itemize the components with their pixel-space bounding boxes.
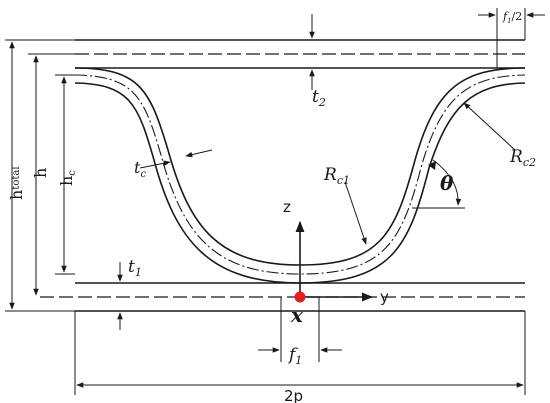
tc-arrow-right	[185, 149, 213, 158]
t1-label: t1	[128, 257, 142, 279]
f-half-label: f1/2	[502, 10, 522, 25]
tc-label: tc	[134, 158, 146, 180]
x-axis-label: x	[290, 303, 304, 327]
origin-point	[294, 291, 306, 303]
rc2-label: Rc2	[509, 147, 536, 169]
t2-label: t2	[312, 87, 326, 109]
two-p-label: 2p	[284, 387, 303, 403]
hc-label: hc	[57, 170, 78, 186]
theta-label: θ	[440, 171, 454, 195]
f1-label: f1	[287, 345, 302, 367]
rc2-leader	[463, 102, 516, 151]
rc1-label: Rc1	[323, 165, 350, 187]
theta-tick	[428, 161, 436, 170]
y-axis-label: y	[380, 288, 389, 306]
tc-arrow-left	[139, 160, 171, 169]
h-total-label: htotal	[7, 166, 26, 200]
z-axis-label: z	[283, 198, 291, 216]
rc1-leader	[344, 181, 367, 245]
core-centerline	[74, 74, 526, 275]
theta-arc	[432, 159, 462, 206]
h-label: h	[31, 168, 50, 178]
